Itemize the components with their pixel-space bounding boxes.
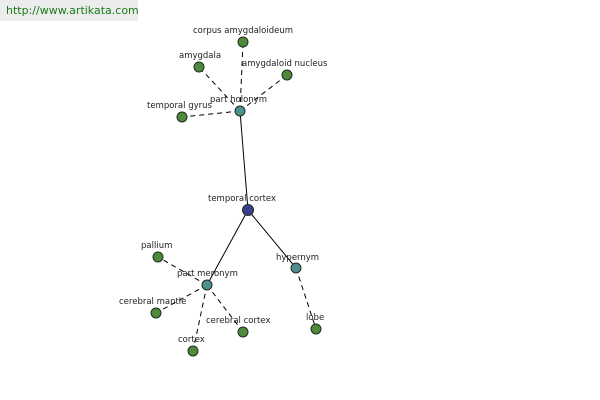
node-marker[interactable]: [237, 326, 249, 338]
node-label: cortex: [178, 335, 205, 345]
node-marker[interactable]: [234, 105, 246, 117]
node-label: hypernym: [276, 253, 319, 263]
node-label: lobe: [306, 313, 324, 323]
node-label: amygdaloid nucleus: [242, 59, 328, 69]
edge-meronym-cortex: [192, 284, 208, 352]
edge-root-meronym: [206, 209, 249, 286]
edge-holonym-corpus: [239, 41, 244, 112]
node-amyg-nucleus[interactable]: amygdaloid nucleus: [242, 59, 328, 81]
node-label: temporal cortex: [208, 194, 276, 204]
node-cerebral-mantle[interactable]: cerebral mantle: [119, 297, 186, 319]
node-marker[interactable]: [201, 279, 213, 291]
node-marker[interactable]: [152, 251, 164, 263]
node-marker[interactable]: [176, 111, 188, 123]
graph-nodes: temporal cortex part holonym part meronym h…: [119, 26, 328, 357]
node-lobe[interactable]: lobe: [306, 313, 324, 335]
edge-meronym-cerebral-cortex: [206, 284, 244, 333]
node-marker[interactable]: [237, 36, 249, 48]
node-marker[interactable]: [281, 69, 293, 81]
node-label: cerebral cortex: [206, 316, 270, 326]
node-label: amygdala: [179, 51, 221, 61]
node-marker[interactable]: [187, 345, 199, 357]
node-marker[interactable]: [150, 307, 162, 319]
node-hypernym[interactable]: hypernym: [276, 253, 319, 274]
edge-root-holonym: [239, 110, 249, 211]
edge-hypernym-lobe: [295, 267, 317, 330]
node-label: cerebral mantle: [119, 297, 186, 307]
node-temporal-gyrus[interactable]: temporal gyrus: [147, 101, 213, 123]
graph-edges: [155, 41, 317, 352]
node-label: corpus amygdaloideum: [193, 26, 293, 36]
node-meronym[interactable]: part meronym: [177, 269, 238, 291]
edge-holonym-temporal-gyrus: [181, 110, 241, 118]
node-marker[interactable]: [242, 204, 254, 216]
node-marker[interactable]: [193, 61, 205, 73]
node-label: part holonym: [210, 95, 267, 105]
edge-holonym-amygdala: [198, 66, 241, 112]
url-bar: http://www.artikata.com: [0, 0, 139, 21]
site-url-link[interactable]: http://www.artikata.com: [6, 4, 139, 17]
node-label: temporal gyrus: [147, 101, 213, 111]
edge-holonym-amyg-nucleus: [239, 74, 288, 112]
node-amygdala[interactable]: amygdala: [179, 51, 221, 73]
node-root[interactable]: temporal cortex: [208, 194, 276, 216]
node-marker[interactable]: [310, 323, 322, 335]
node-corpus[interactable]: corpus amygdaloideum: [193, 26, 293, 48]
node-marker[interactable]: [290, 262, 302, 274]
node-pallium[interactable]: pallium: [141, 241, 172, 263]
edge-meronym-cerebral-mantle: [155, 284, 208, 314]
node-cortex[interactable]: cortex: [178, 335, 205, 357]
node-holonym[interactable]: part holonym: [210, 95, 267, 117]
node-cerebral-cortex[interactable]: cerebral cortex: [206, 316, 270, 338]
node-label: part meronym: [177, 269, 238, 279]
edge-meronym-pallium: [157, 256, 208, 286]
node-label: pallium: [141, 241, 172, 251]
edge-root-hypernym: [247, 209, 297, 269]
